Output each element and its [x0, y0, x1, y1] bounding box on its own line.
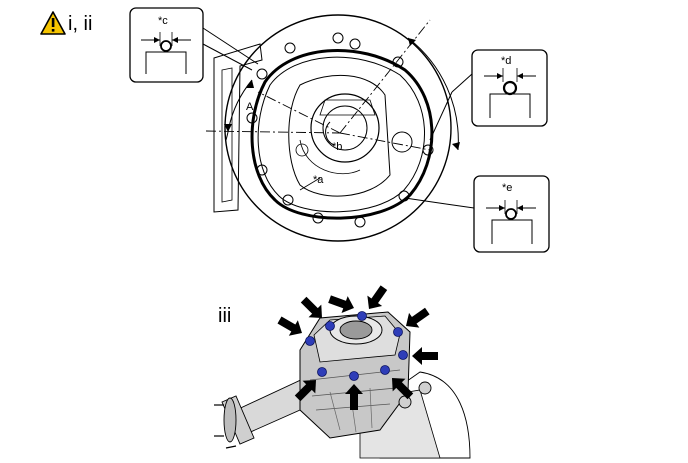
- label-b: *b: [332, 141, 342, 153]
- bolt-pointer-arrows: [277, 285, 438, 410]
- transfer-case-assembly: [214, 311, 471, 459]
- callout-label-c: *c: [158, 15, 168, 27]
- callout-d: [429, 49, 548, 141]
- step-label-iii: iii: [218, 305, 231, 327]
- callout-e: [404, 175, 550, 253]
- angle-label-a: A: [246, 101, 254, 113]
- bolt-markers: [305, 311, 408, 381]
- step-label-i-ii: i, ii: [68, 13, 92, 35]
- warning-icon: [40, 11, 66, 35]
- callout-c: [129, 7, 259, 83]
- transfer-case-front-view: [205, 14, 460, 242]
- label-a: *a: [313, 174, 324, 186]
- callout-label-e: *e: [502, 182, 512, 194]
- callout-label-d: *d: [501, 55, 511, 67]
